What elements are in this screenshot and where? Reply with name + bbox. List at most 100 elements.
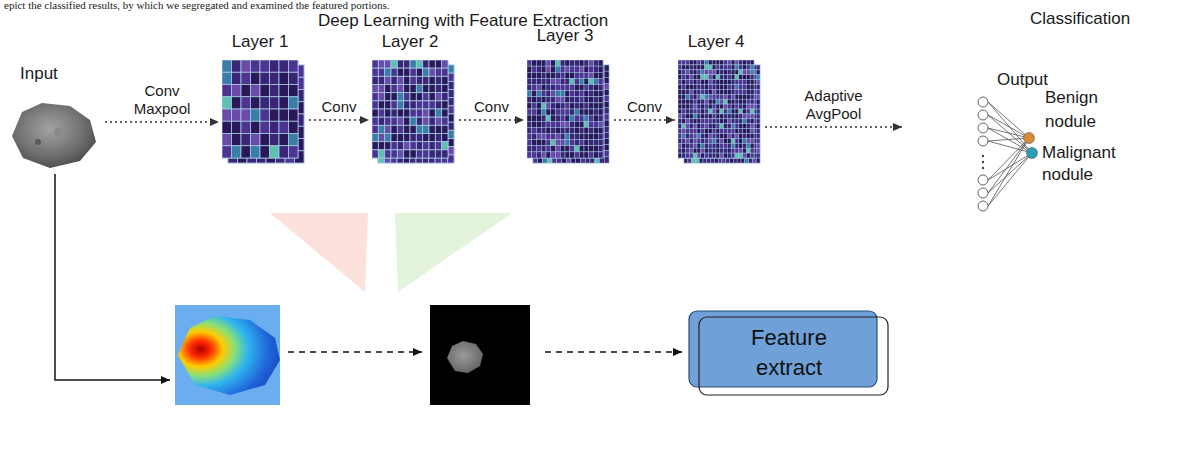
feature-cell bbox=[701, 119, 705, 124]
feature-cell bbox=[693, 85, 697, 90]
feature-cell bbox=[532, 85, 537, 91]
feature-cell bbox=[584, 78, 589, 84]
feature-cell bbox=[720, 109, 724, 114]
feature-cell bbox=[727, 94, 731, 99]
feature-cell bbox=[739, 153, 743, 158]
feature-cell bbox=[435, 134, 441, 142]
network-link bbox=[988, 138, 1029, 206]
feature-cell bbox=[678, 114, 682, 119]
feature-cell bbox=[756, 70, 760, 75]
feature-cell bbox=[560, 78, 565, 84]
feature-cell bbox=[741, 158, 745, 163]
feature-cell bbox=[598, 115, 603, 121]
feature-cell bbox=[716, 119, 720, 124]
feature-cell bbox=[750, 143, 754, 148]
feature-cell bbox=[589, 115, 594, 121]
feature-cell bbox=[532, 109, 537, 115]
feature-cell bbox=[739, 138, 743, 143]
feature-cell bbox=[731, 143, 735, 148]
feature-cell bbox=[750, 60, 754, 65]
feature-cell bbox=[579, 121, 584, 127]
feature-cell bbox=[448, 147, 454, 155]
feature-cell bbox=[689, 75, 693, 80]
feature-cell bbox=[743, 109, 747, 114]
feature-cell bbox=[697, 119, 701, 124]
feature-cell bbox=[556, 97, 561, 103]
feature-cell bbox=[560, 66, 565, 72]
feature-cell bbox=[232, 146, 242, 158]
feature-cell bbox=[372, 85, 378, 93]
feature-cell bbox=[565, 66, 570, 72]
feature-cell bbox=[720, 104, 724, 109]
feature-cell bbox=[565, 60, 570, 66]
feature-cell bbox=[541, 85, 546, 91]
feature-cell bbox=[739, 124, 743, 129]
feature-cell bbox=[435, 85, 441, 93]
feature-cell bbox=[712, 114, 716, 119]
feature-cell bbox=[686, 109, 690, 114]
feature-cell bbox=[705, 143, 709, 148]
feature-cell bbox=[716, 143, 720, 148]
feature-cell bbox=[682, 104, 686, 109]
feature-cell bbox=[410, 109, 416, 117]
feature-cell bbox=[720, 124, 724, 129]
feature-cell bbox=[703, 158, 707, 163]
feature-cell bbox=[429, 142, 435, 150]
feature-cell bbox=[579, 72, 584, 78]
feature-cell bbox=[746, 109, 750, 114]
feature-cell bbox=[584, 97, 589, 103]
feature-cell bbox=[604, 145, 609, 151]
feature-cell bbox=[693, 65, 697, 70]
feature-cell bbox=[712, 143, 716, 148]
input-image: Input bbox=[8, 64, 102, 174]
feature-cell bbox=[448, 139, 454, 147]
feature-cell bbox=[705, 114, 709, 119]
feature-cell bbox=[442, 142, 448, 150]
feature-cell bbox=[743, 134, 747, 139]
feature-cell bbox=[724, 114, 728, 119]
feature-cell bbox=[527, 97, 532, 103]
feature-cell bbox=[429, 150, 435, 158]
feature-cell bbox=[378, 134, 384, 142]
box-shadow-outline bbox=[699, 317, 888, 395]
feature-cell bbox=[385, 117, 391, 125]
edge-label: Conv bbox=[314, 98, 364, 116]
feature-cell bbox=[686, 75, 690, 80]
network-link bbox=[988, 128, 1029, 138]
feature-cell bbox=[712, 129, 716, 134]
feature-cell bbox=[391, 85, 397, 93]
feature-cell bbox=[756, 85, 760, 90]
feature-cell bbox=[712, 89, 716, 94]
feature-cell bbox=[537, 127, 542, 133]
feature-cell bbox=[279, 121, 289, 133]
feature-cell bbox=[448, 81, 454, 89]
feature-cell bbox=[546, 85, 551, 91]
feature-cell bbox=[735, 94, 739, 99]
feature-cell bbox=[743, 114, 747, 119]
feature-cell bbox=[720, 70, 724, 75]
feature-cell bbox=[705, 134, 709, 139]
feature-cell bbox=[378, 76, 384, 84]
feature-cell bbox=[705, 109, 709, 114]
flow-arrow bbox=[459, 119, 524, 120]
feature-cell bbox=[546, 103, 551, 109]
feature-cell bbox=[705, 94, 709, 99]
feature-cell bbox=[385, 60, 391, 68]
feature-cell bbox=[589, 152, 594, 158]
feature-cell bbox=[423, 85, 429, 93]
feature-cell bbox=[410, 101, 416, 109]
feature-cell bbox=[551, 121, 556, 127]
feature-cell bbox=[689, 104, 693, 109]
feature-cell bbox=[716, 70, 720, 75]
feature-cell bbox=[584, 152, 589, 158]
feature-cell bbox=[678, 104, 682, 109]
feature-cell bbox=[689, 85, 693, 90]
feature-cell bbox=[727, 85, 731, 90]
feature-cell bbox=[735, 65, 739, 70]
feature-cell bbox=[720, 80, 724, 85]
feature-cell bbox=[682, 134, 686, 139]
feature-cell bbox=[251, 109, 261, 121]
feature-cell bbox=[397, 101, 403, 109]
feature-cell bbox=[720, 119, 724, 124]
feature-cell bbox=[743, 85, 747, 90]
